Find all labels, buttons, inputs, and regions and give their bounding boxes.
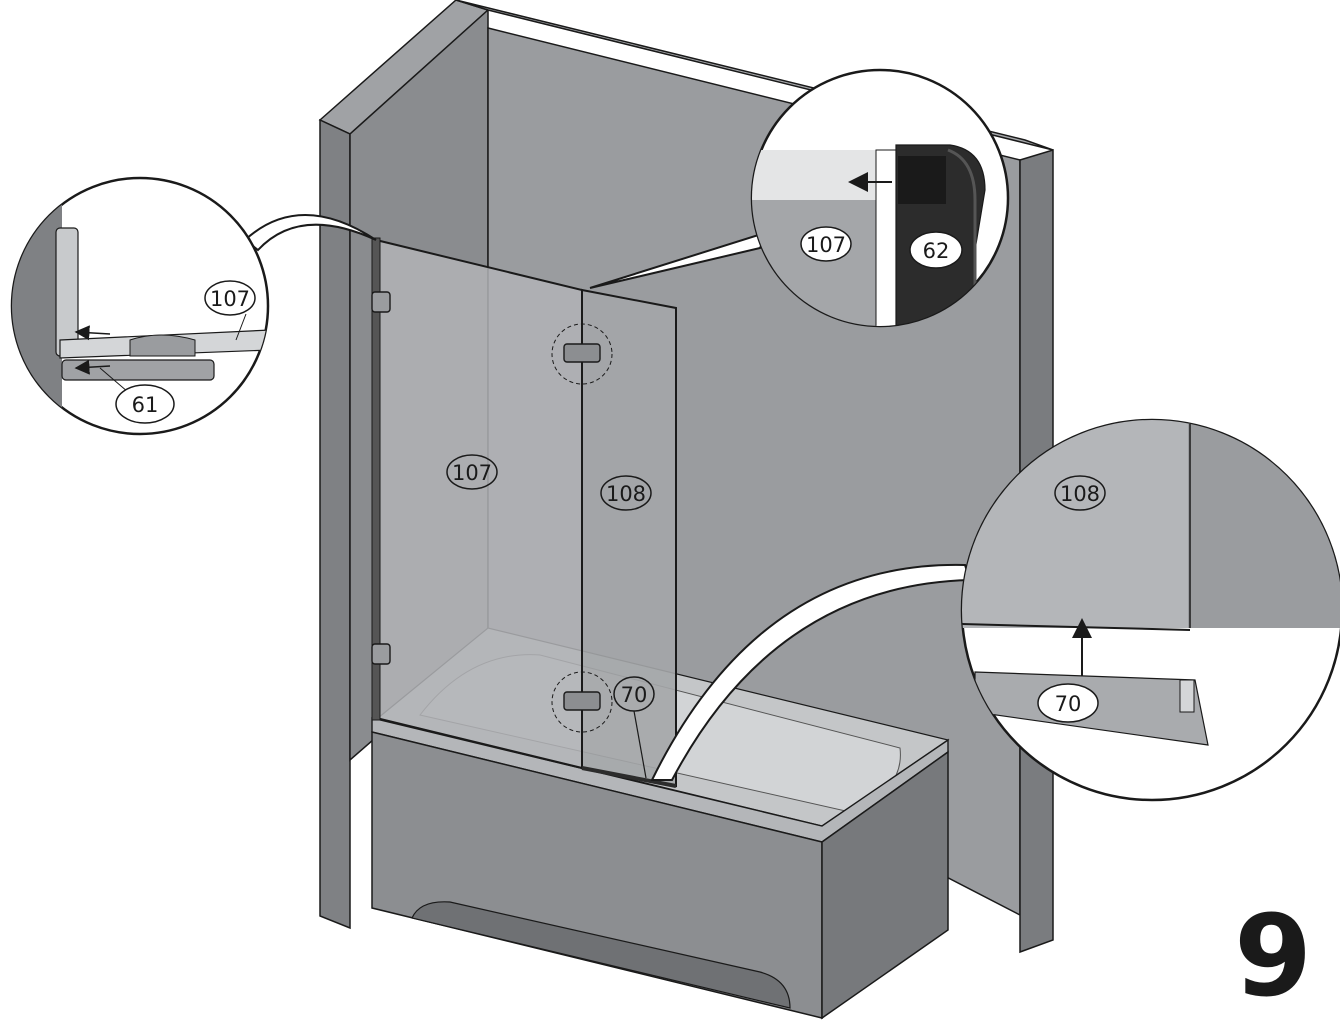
svg-text:108: 108 — [1060, 482, 1100, 506]
label-panel-108: 108 — [600, 475, 652, 511]
callout-top-label-107: 107 — [800, 226, 852, 262]
callout-left — [10, 176, 270, 436]
connector-left — [243, 214, 377, 252]
svg-text:61: 61 — [132, 393, 159, 417]
svg-text:70: 70 — [621, 683, 648, 707]
wall-hinge-bottom — [371, 643, 391, 665]
bottom-seal — [581, 766, 677, 788]
glass-panels — [371, 237, 677, 788]
hinge-highlight-top — [551, 323, 613, 385]
glass-panel-108 — [581, 288, 677, 788]
hinge-highlight-bottom — [551, 671, 613, 733]
callout-right-label-108: 108 — [1054, 475, 1106, 511]
svg-text:108: 108 — [606, 482, 646, 506]
bathtub-end-apron — [821, 750, 949, 1020]
label-panel-107: 107 — [446, 454, 498, 490]
callout-left-label-107: 107 — [204, 280, 256, 316]
svg-text:107: 107 — [806, 233, 846, 257]
wall-hinge-top — [371, 291, 391, 313]
callout-right — [960, 418, 1340, 802]
wall-left-front — [319, 118, 351, 930]
callout-left-label-61: 61 — [115, 384, 175, 424]
step-number: 9 — [1234, 892, 1312, 1021]
label-seal-70: 70 — [613, 676, 655, 779]
svg-text:62: 62 — [923, 239, 950, 263]
callout-top-label-62: 62 — [909, 231, 963, 269]
svg-text:107: 107 — [210, 287, 250, 311]
panel-hinge-bottom — [563, 691, 601, 711]
panel-hinge-top — [563, 343, 601, 363]
svg-text:107: 107 — [452, 461, 492, 485]
glass-panel-107 — [375, 238, 583, 770]
wall-profile — [371, 237, 381, 721]
bathtub-apron-recess — [411, 901, 791, 1009]
callout-right-label-70: 70 — [1037, 683, 1099, 723]
svg-text:70: 70 — [1055, 692, 1082, 716]
